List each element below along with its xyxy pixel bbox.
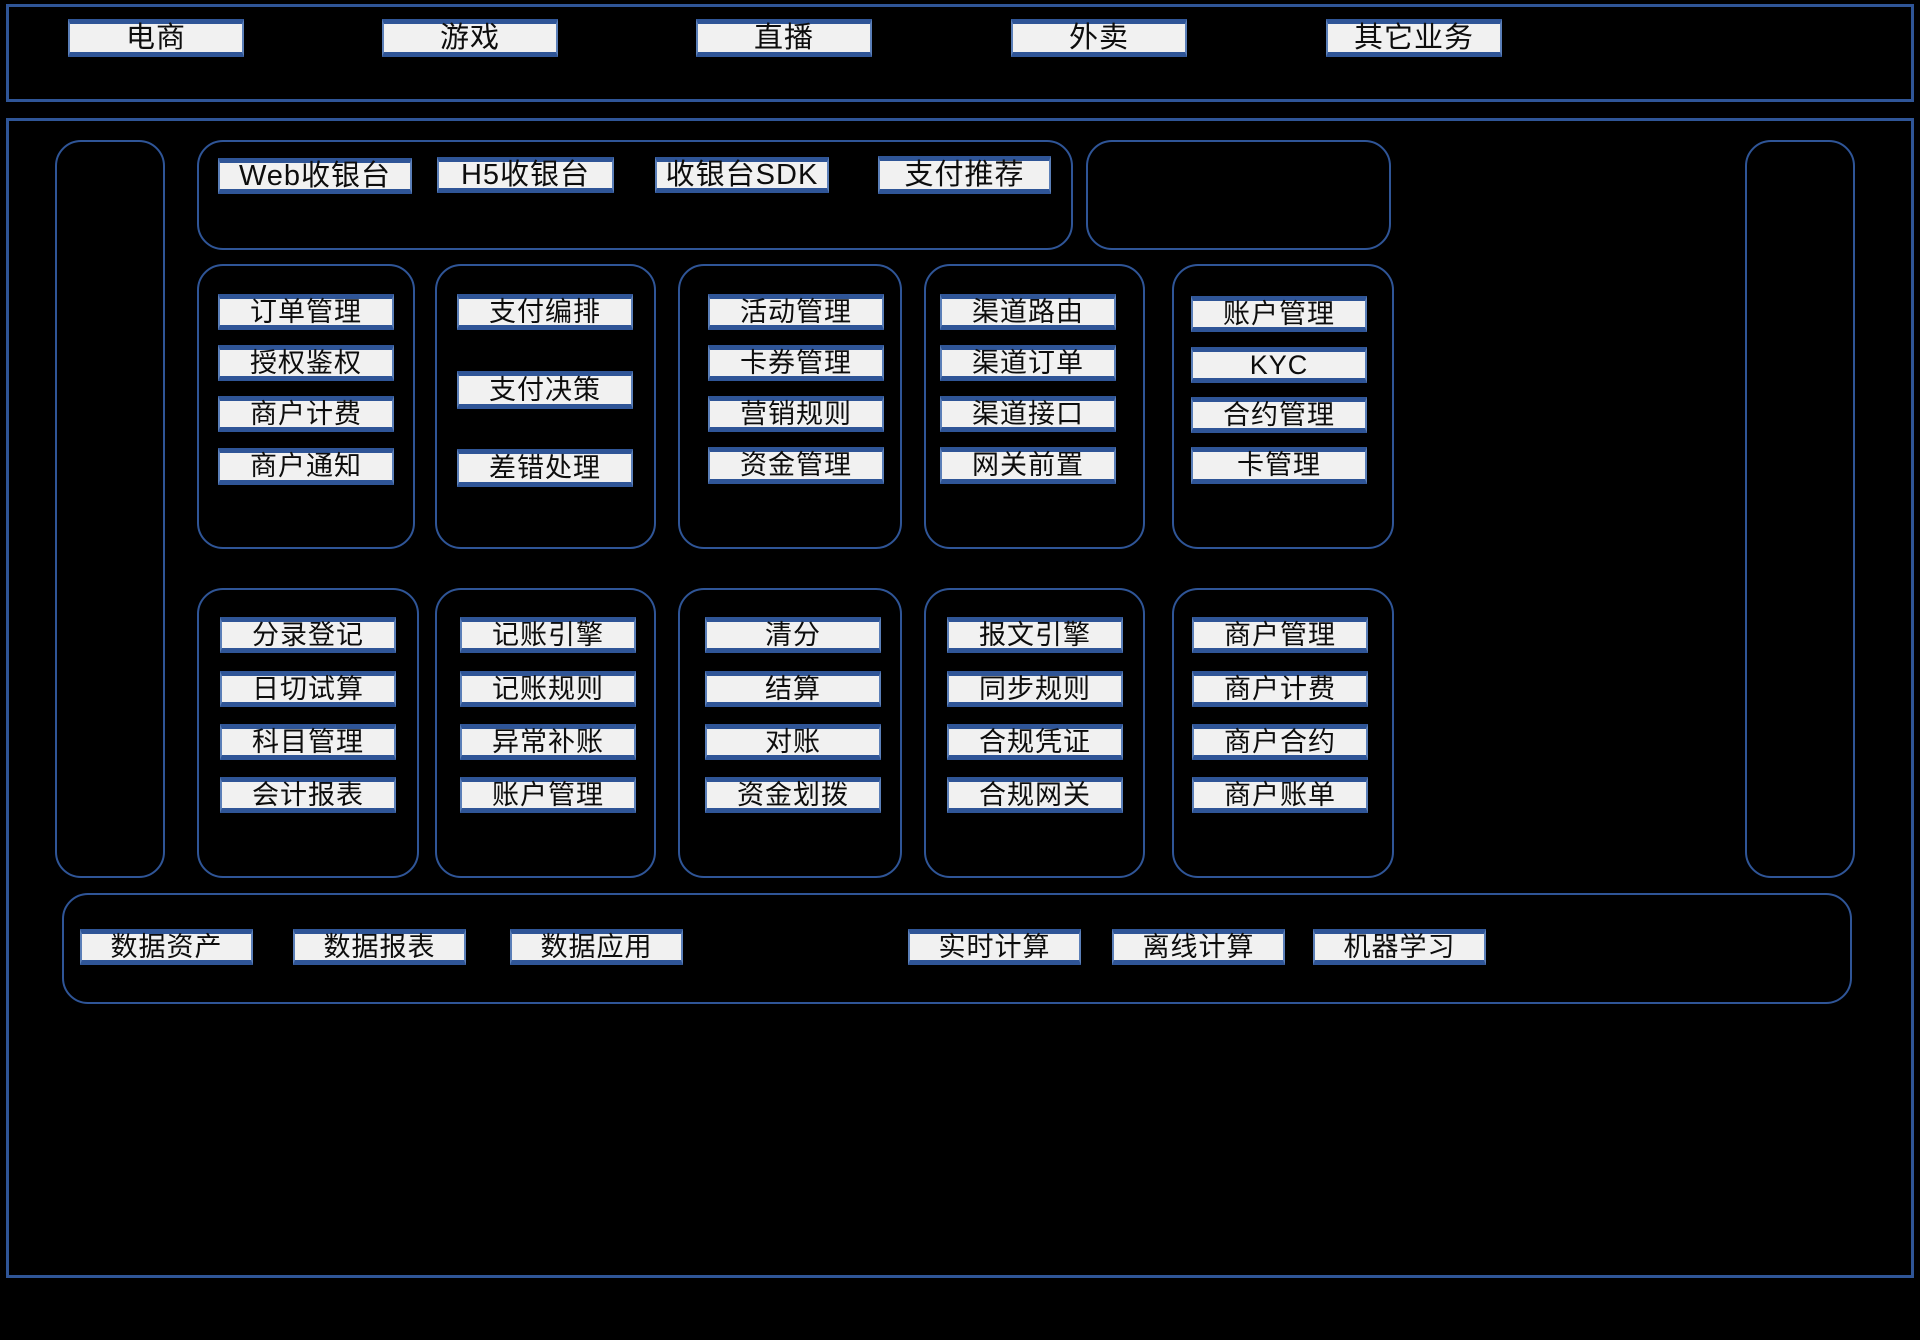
chip-merchant-contract[interactable]: 商户合约 <box>1192 724 1368 760</box>
chip-merchant-billing-2[interactable]: 商户计费 <box>1192 671 1368 707</box>
chip-payment-orchestration[interactable]: 支付编排 <box>457 294 633 330</box>
chip-gateway-frontend[interactable]: 网关前置 <box>940 447 1116 484</box>
cashier-chip-sdk[interactable]: 收银台SDK <box>655 157 829 193</box>
chip-message-engine[interactable]: 报文引擎 <box>947 617 1123 653</box>
chip-contract-management[interactable]: 合约管理 <box>1191 397 1367 433</box>
chip-channel-routing[interactable]: 渠道路由 <box>940 294 1116 330</box>
chip-settlement[interactable]: 结算 <box>705 671 881 707</box>
business-chip-live[interactable]: 直播 <box>696 19 872 57</box>
chip-compliance-voucher[interactable]: 合规凭证 <box>947 724 1123 760</box>
chip-clearing[interactable]: 清分 <box>705 617 881 653</box>
chip-compliance-gateway[interactable]: 合规网关 <box>947 777 1123 813</box>
chip-card-management[interactable]: 卡管理 <box>1191 447 1367 484</box>
chip-order-management[interactable]: 订单管理 <box>218 294 394 330</box>
chip-subject-management[interactable]: 科目管理 <box>220 724 396 760</box>
chip-merchant-bill[interactable]: 商户账单 <box>1192 777 1368 813</box>
chip-data-asset[interactable]: 数据资产 <box>80 929 253 965</box>
chip-merchant-management[interactable]: 商户管理 <box>1192 617 1368 653</box>
chip-auth[interactable]: 授权鉴权 <box>218 345 394 381</box>
chip-exception-repair[interactable]: 异常补账 <box>460 724 636 760</box>
chip-merchant-notify[interactable]: 商户通知 <box>218 448 394 485</box>
chip-sync-rules[interactable]: 同步规则 <box>947 671 1123 707</box>
chip-channel-order[interactable]: 渠道订单 <box>940 345 1116 381</box>
right-rail-group <box>1745 140 1855 878</box>
chip-fund-transfer[interactable]: 资金划拨 <box>705 777 881 813</box>
chip-marketing-rules[interactable]: 营销规则 <box>708 396 884 432</box>
chip-reconciliation[interactable]: 对账 <box>705 724 881 760</box>
chip-offline-compute[interactable]: 离线计算 <box>1112 929 1285 965</box>
chip-channel-interface[interactable]: 渠道接口 <box>940 396 1116 432</box>
cashier-chip-web[interactable]: Web收银台 <box>218 158 412 194</box>
chip-entry-registration[interactable]: 分录登记 <box>220 617 396 653</box>
chip-accounting-report[interactable]: 会计报表 <box>220 777 396 813</box>
chip-kyc[interactable]: KYC <box>1191 347 1367 383</box>
chip-payment-decision[interactable]: 支付决策 <box>457 371 633 409</box>
chip-bookkeeping-rules[interactable]: 记账规则 <box>460 671 636 707</box>
business-chip-other[interactable]: 其它业务 <box>1326 19 1502 57</box>
cashier-chip-h5[interactable]: H5收银台 <box>437 157 614 193</box>
business-chip-takeout[interactable]: 外卖 <box>1011 19 1187 57</box>
cashier-side-group <box>1086 140 1391 250</box>
chip-data-application[interactable]: 数据应用 <box>510 929 683 965</box>
chip-coupon-management[interactable]: 卡券管理 <box>708 345 884 381</box>
left-rail-group <box>55 140 165 878</box>
business-chip-game[interactable]: 游戏 <box>382 19 558 57</box>
cashier-chip-recommend[interactable]: 支付推荐 <box>878 156 1051 194</box>
chip-account-management-2[interactable]: 账户管理 <box>460 777 636 813</box>
chip-data-report[interactable]: 数据报表 <box>293 929 466 965</box>
chip-fund-management[interactable]: 资金管理 <box>708 447 884 484</box>
chip-merchant-billing-1[interactable]: 商户计费 <box>218 396 394 432</box>
chip-account-management-1[interactable]: 账户管理 <box>1191 296 1367 332</box>
chip-activity-management[interactable]: 活动管理 <box>708 294 884 330</box>
chip-machine-learning[interactable]: 机器学习 <box>1313 929 1486 965</box>
chip-daily-cutoff[interactable]: 日切试算 <box>220 671 396 707</box>
chip-error-handling[interactable]: 差错处理 <box>457 449 633 487</box>
chip-bookkeeping-engine[interactable]: 记账引擎 <box>460 617 636 653</box>
business-chip-ecommerce[interactable]: 电商 <box>68 19 244 57</box>
chip-realtime-compute[interactable]: 实时计算 <box>908 929 1081 965</box>
business-layer-frame <box>6 4 1914 102</box>
